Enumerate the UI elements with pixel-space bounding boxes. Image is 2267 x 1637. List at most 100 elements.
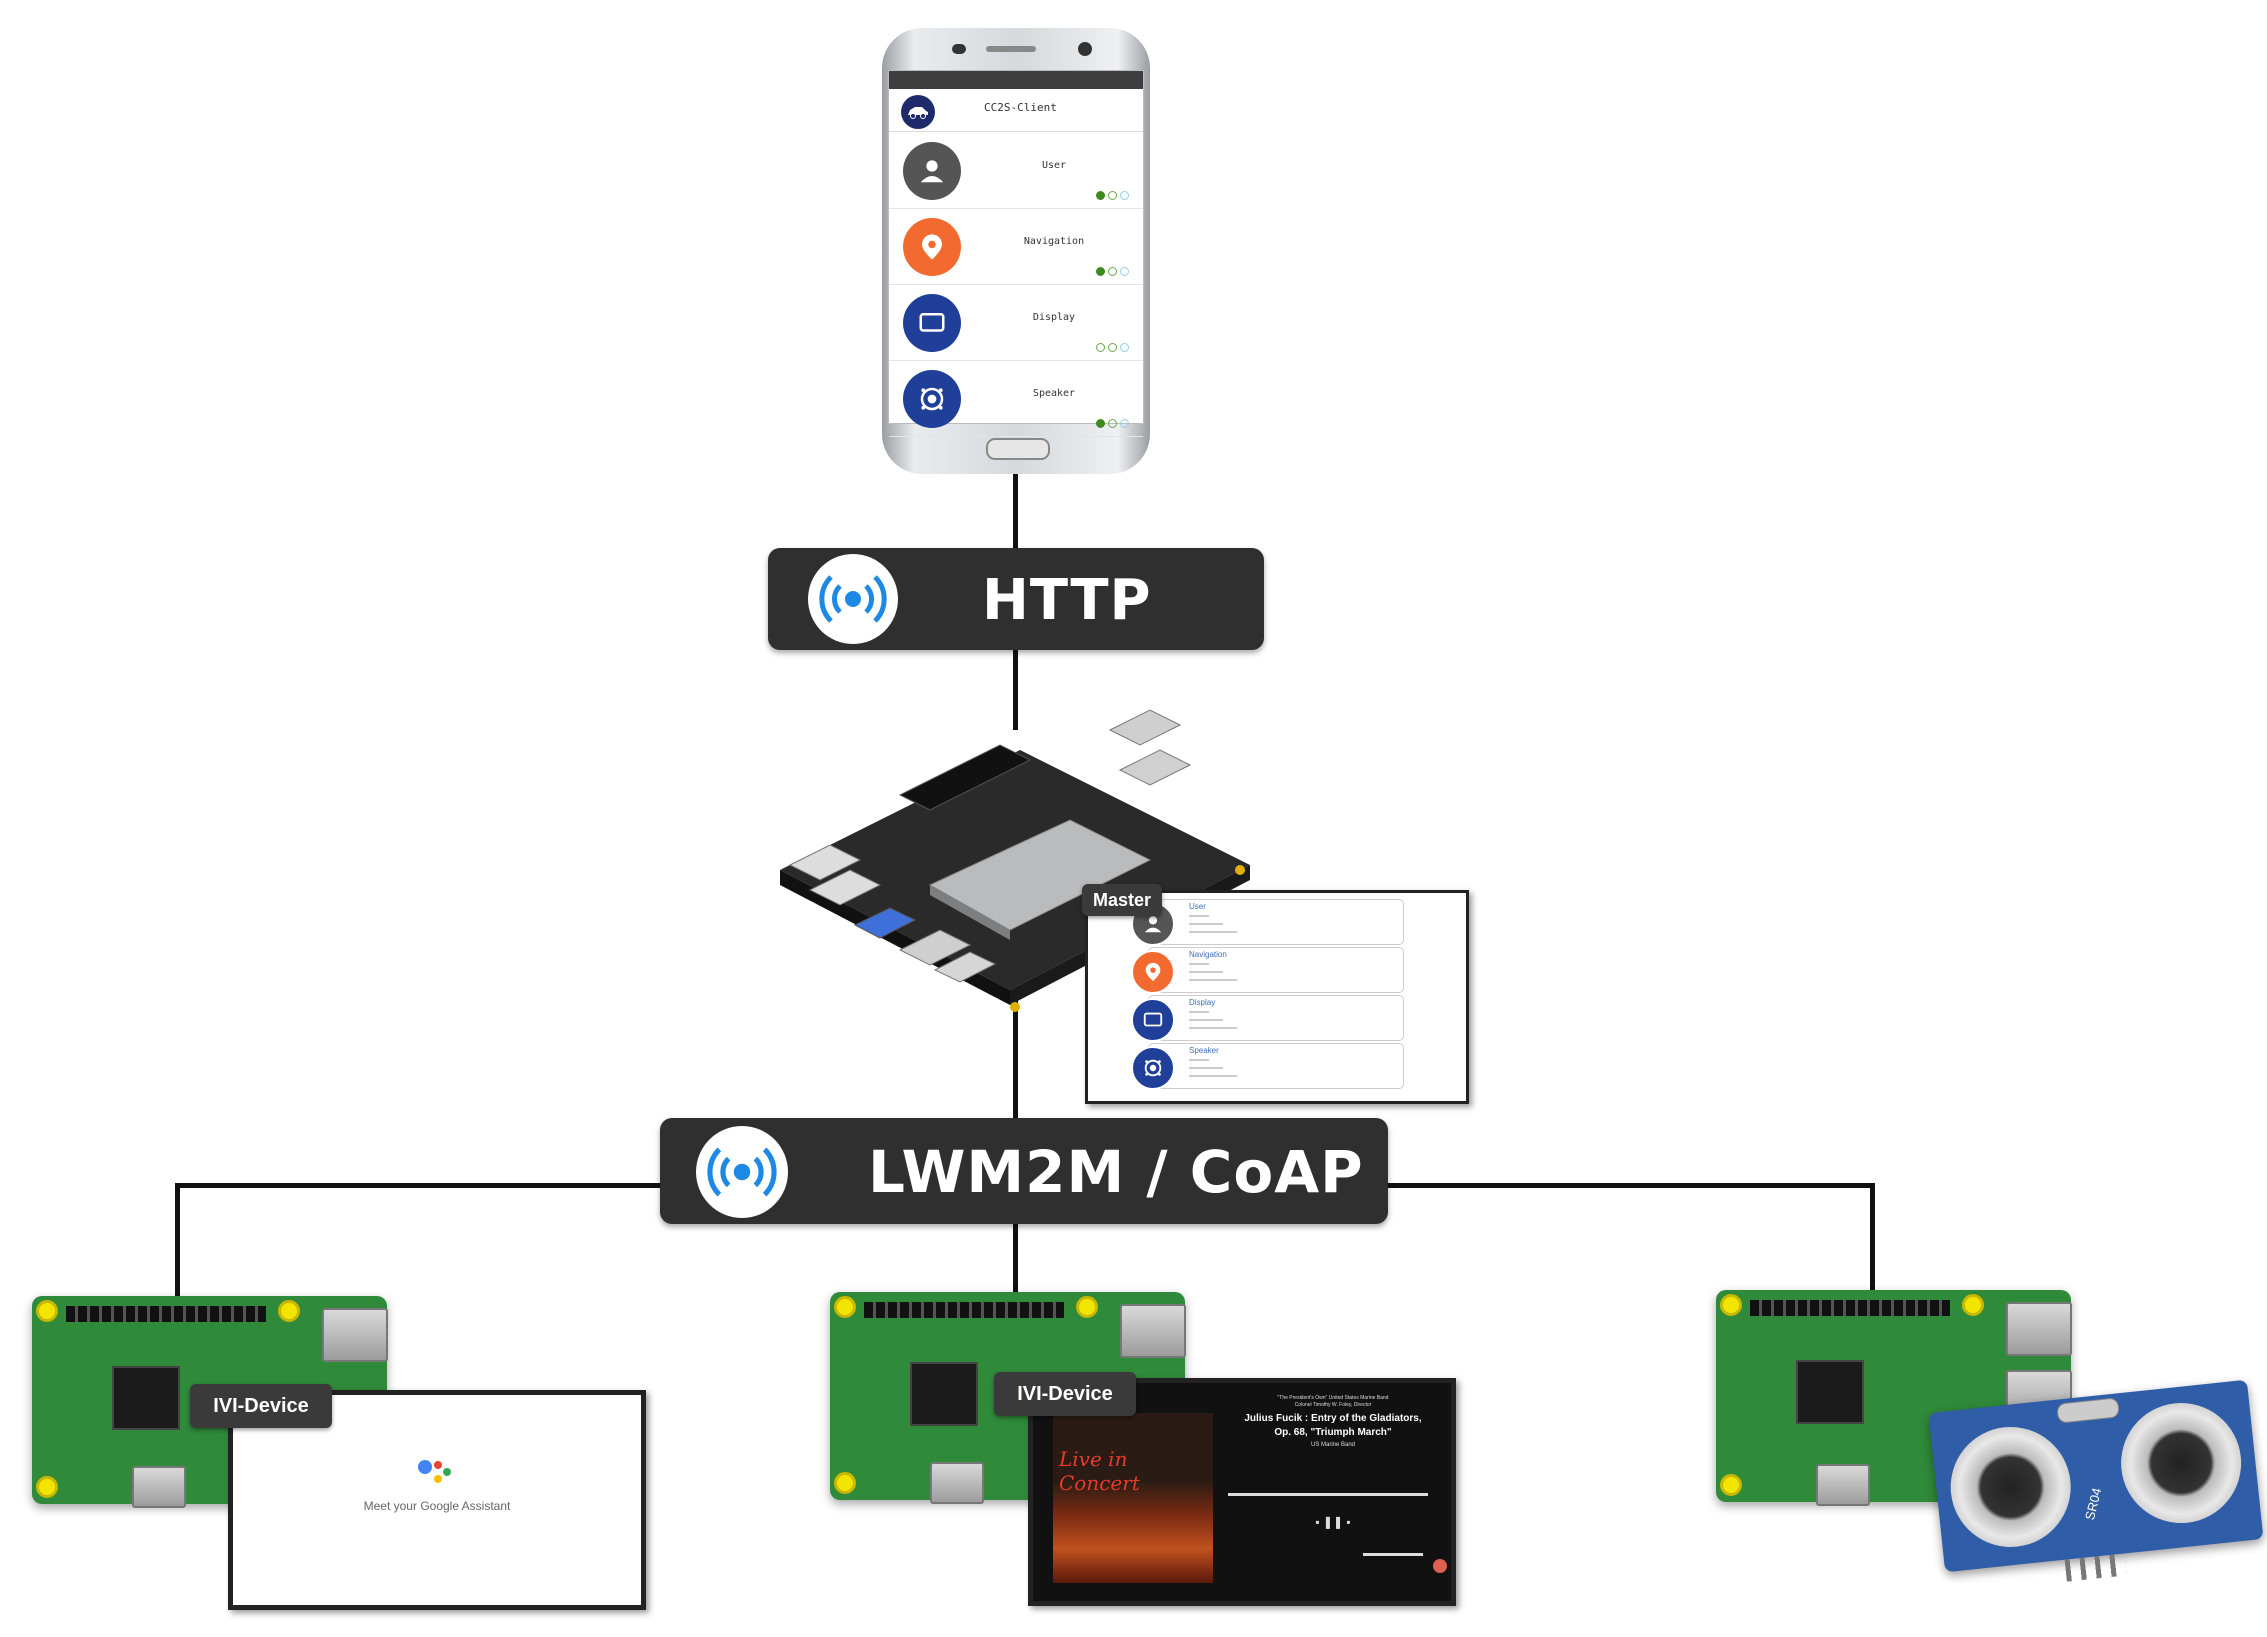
conductor-line: Colonel Timothy W. Foley, Director bbox=[1294, 1402, 1372, 1408]
playback-controls[interactable]: ▪ ❚❚ ▪ bbox=[1315, 1515, 1351, 1529]
album-cover: Live in Concert bbox=[1053, 1413, 1213, 1583]
usb-port bbox=[322, 1308, 388, 1362]
master-detail-line bbox=[1189, 1027, 1237, 1029]
phone-item-label: Display bbox=[1032, 312, 1076, 323]
record-button[interactable] bbox=[1433, 1559, 1447, 1573]
status-dot bbox=[1108, 343, 1117, 352]
speaker-icon bbox=[1131, 1046, 1175, 1090]
ivi-device-tag-left: IVI-Device bbox=[190, 1384, 332, 1428]
track-title: Julius Fucik : Entry of the Gladiators, bbox=[1244, 1413, 1422, 1424]
status-dot bbox=[1096, 419, 1105, 428]
phone-list-item[interactable]: Speaker bbox=[889, 360, 1143, 437]
music-player-screen: Live in Concert "The President's Own" Un… bbox=[1028, 1378, 1456, 1606]
master-device-card[interactable]: User bbox=[1131, 899, 1404, 946]
car-icon bbox=[901, 95, 935, 129]
speaker-icon bbox=[903, 370, 961, 428]
mount-hole bbox=[278, 1300, 300, 1322]
track-artist: US Marine Band bbox=[1310, 1442, 1356, 1448]
wire-http-master bbox=[1013, 650, 1018, 730]
master-tag: Master bbox=[1082, 884, 1162, 916]
soc-chip bbox=[1796, 1360, 1864, 1424]
location-pin-icon bbox=[1131, 950, 1175, 994]
wire-phone-http bbox=[1013, 470, 1018, 550]
gpio-header bbox=[66, 1306, 266, 1322]
track-header-line: "The President's Own" United States Mari… bbox=[1277, 1395, 1389, 1401]
phone-list-item[interactable]: Display bbox=[889, 284, 1143, 361]
volume-slider[interactable] bbox=[1363, 1553, 1423, 1556]
home-button[interactable] bbox=[986, 438, 1050, 460]
mount-hole bbox=[1076, 1296, 1098, 1318]
lwm2m-coap-protocol-bar: LWM2M / CoAP bbox=[660, 1118, 1388, 1224]
mount-hole bbox=[834, 1472, 856, 1494]
wire-right-device bbox=[1870, 1183, 1875, 1293]
wireless-signal-icon bbox=[808, 554, 898, 644]
ivi-device-tag-center: IVI-Device bbox=[994, 1372, 1136, 1416]
mount-hole bbox=[1720, 1474, 1742, 1496]
master-detail-line bbox=[1189, 963, 1209, 965]
status-dot bbox=[1120, 191, 1129, 200]
sensor-model-label: SR04 bbox=[2081, 1486, 2105, 1522]
ultrasonic-sensor: SR04 bbox=[1928, 1379, 2264, 1582]
user-icon bbox=[903, 142, 961, 200]
transducer-right bbox=[2115, 1397, 2248, 1529]
master-device-card[interactable]: Speaker bbox=[1131, 1043, 1404, 1090]
phone-camera bbox=[952, 44, 966, 54]
master-detail-line bbox=[1189, 915, 1209, 917]
gpio-header bbox=[1750, 1300, 1950, 1316]
master-detail-line bbox=[1189, 923, 1223, 925]
status-dot bbox=[1120, 343, 1129, 352]
display-icon bbox=[903, 294, 961, 352]
usb-port bbox=[2006, 1302, 2072, 1356]
http-label: HTTP bbox=[982, 568, 1152, 633]
mount-hole bbox=[36, 1300, 58, 1322]
status-dot bbox=[1108, 191, 1117, 200]
progress-bar[interactable] bbox=[1228, 1493, 1428, 1496]
master-device-name: Display bbox=[1189, 998, 1216, 1007]
hdmi-port bbox=[930, 1462, 984, 1504]
status-dot bbox=[1096, 191, 1105, 200]
status-dot bbox=[1120, 267, 1129, 276]
status-dot bbox=[1120, 419, 1129, 428]
phone-list-item[interactable]: User bbox=[889, 132, 1143, 209]
hdmi-port bbox=[1816, 1464, 1870, 1506]
master-detail-line bbox=[1189, 931, 1237, 933]
status-dots bbox=[1096, 343, 1129, 352]
app-bar: CC2S-Client bbox=[889, 89, 1143, 132]
usb-port bbox=[1120, 1304, 1186, 1358]
master-detail-line bbox=[1189, 979, 1237, 981]
master-detail-line bbox=[1189, 1011, 1209, 1013]
phone-item-label: Speaker bbox=[1032, 388, 1076, 399]
master-device-card[interactable]: Navigation bbox=[1131, 947, 1404, 994]
location-pin-icon bbox=[903, 218, 961, 276]
master-detail-line bbox=[1189, 1019, 1223, 1021]
gpio-header bbox=[864, 1302, 1064, 1318]
master-detail-line bbox=[1189, 971, 1223, 973]
phone-status-bar bbox=[889, 71, 1143, 89]
wireless-signal-icon bbox=[696, 1126, 788, 1218]
status-dot bbox=[1108, 419, 1117, 428]
track-subtitle: Op. 68, "Triumph March" bbox=[1274, 1427, 1392, 1438]
assistant-greeting: Meet your Google Assistant bbox=[363, 1499, 511, 1513]
status-dot bbox=[1096, 267, 1105, 276]
soc-chip bbox=[910, 1362, 978, 1426]
master-device-card[interactable]: Display bbox=[1131, 995, 1404, 1042]
mount-hole bbox=[834, 1296, 856, 1318]
soc-chip bbox=[112, 1366, 180, 1430]
status-dots bbox=[1096, 267, 1129, 276]
status-dots bbox=[1096, 191, 1129, 200]
hdmi-port bbox=[132, 1466, 186, 1508]
transducer-left bbox=[1944, 1421, 2077, 1553]
status-dot bbox=[1096, 343, 1105, 352]
phone-item-label: User bbox=[1041, 160, 1067, 171]
google-assistant-icon bbox=[418, 1460, 451, 1483]
phone-list-item[interactable]: Navigation bbox=[889, 208, 1143, 285]
mount-hole bbox=[1720, 1294, 1742, 1316]
status-dots bbox=[1096, 419, 1129, 428]
mount-hole bbox=[36, 1476, 58, 1498]
wire-master-lwm2m bbox=[1013, 1000, 1018, 1120]
wire-left-device bbox=[175, 1183, 180, 1298]
